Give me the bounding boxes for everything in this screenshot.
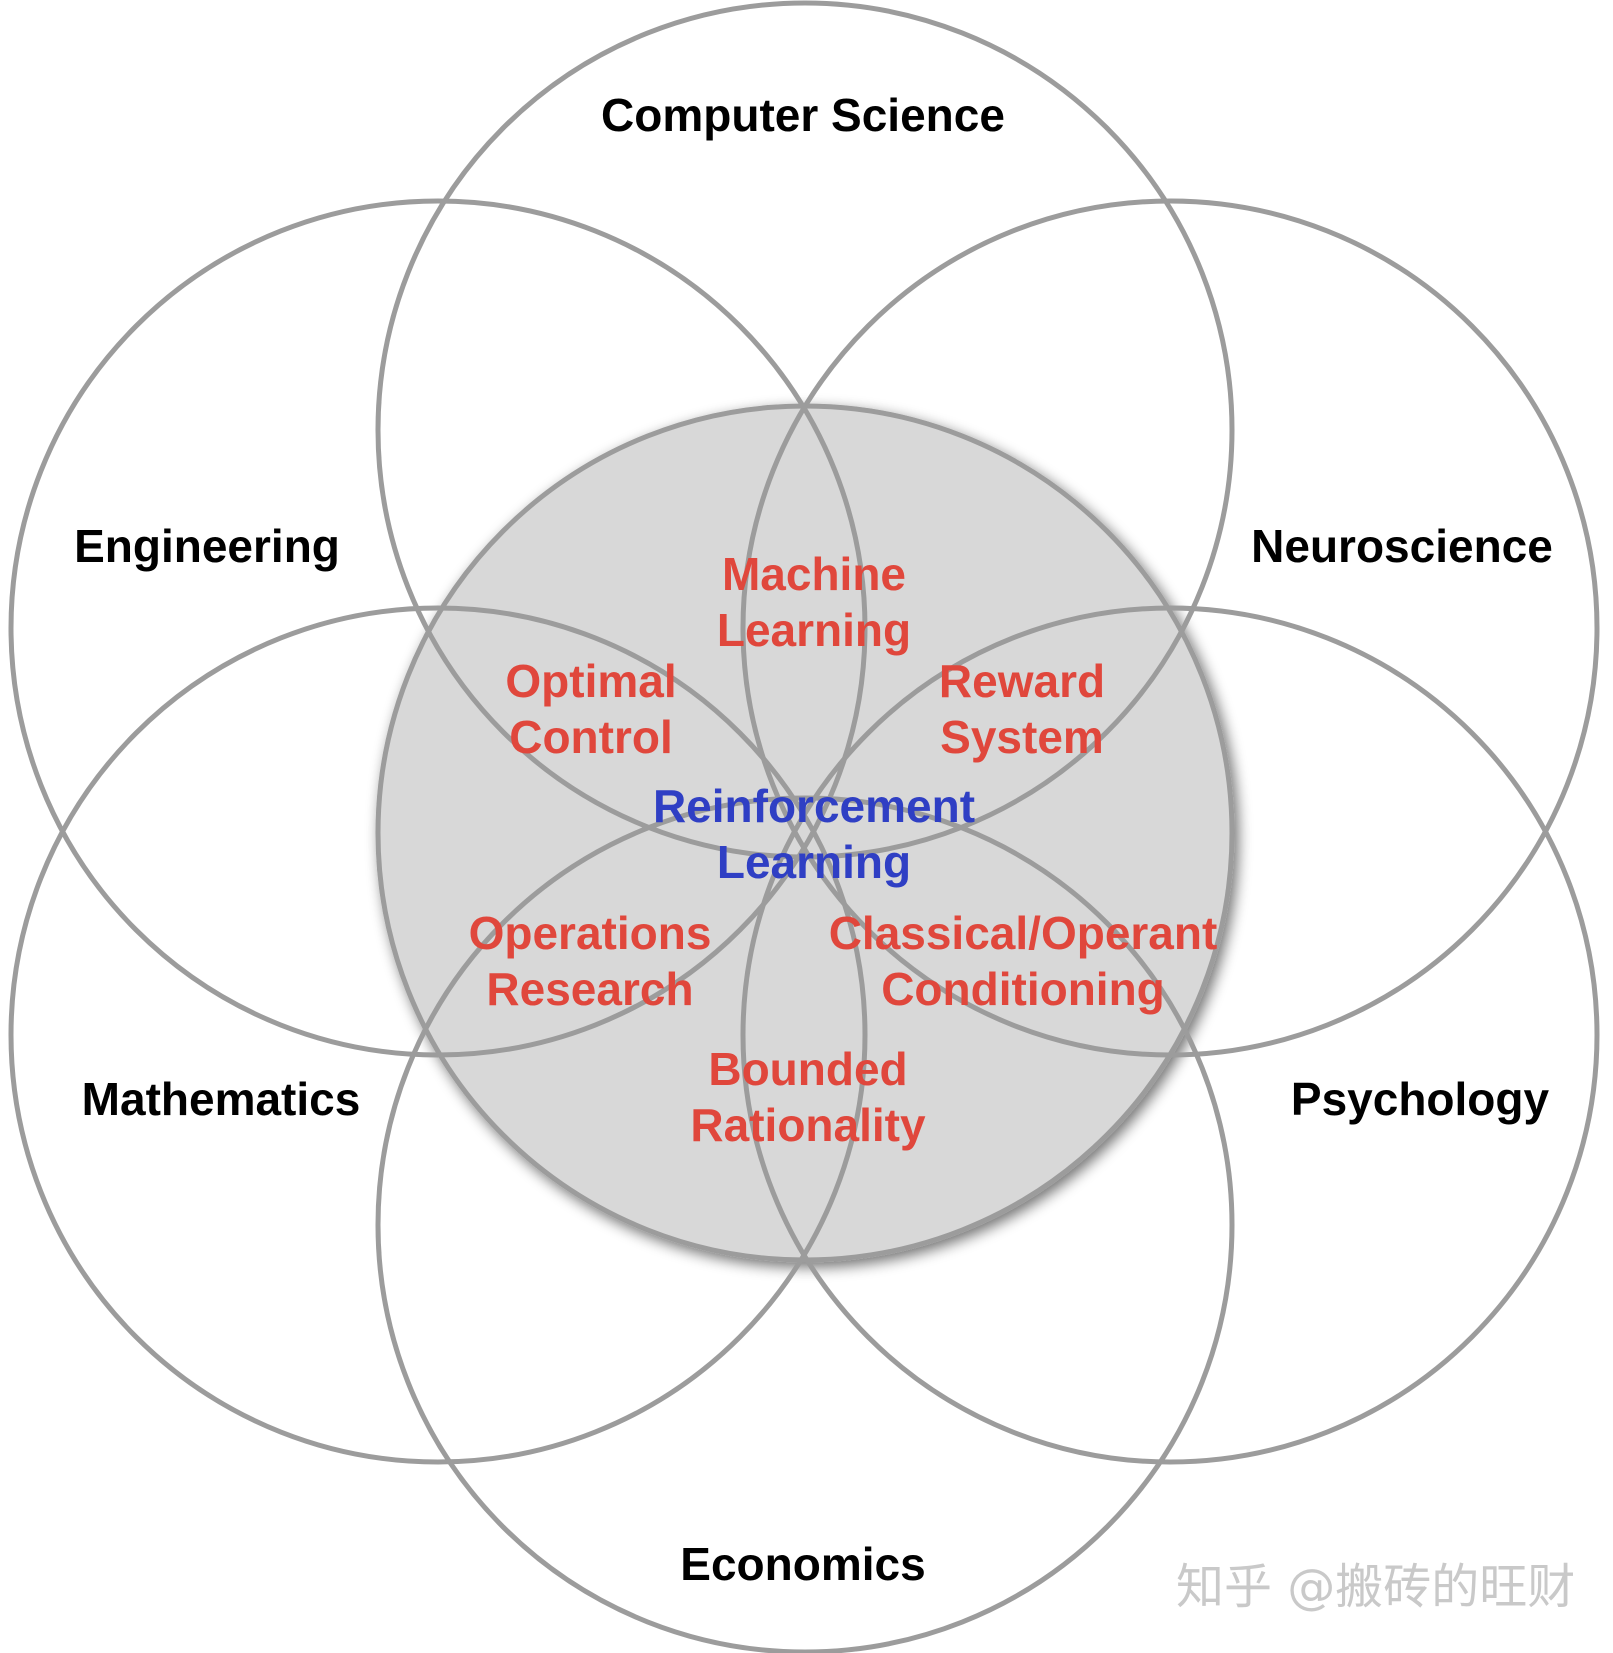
overlap-label-operations-research-1: Operations [469,907,712,959]
field-label-psychology: Psychology [1291,1073,1550,1125]
field-label-neuroscience: Neuroscience [1251,520,1553,572]
overlap-label-bounded-rationality-1: Bounded [708,1043,907,1095]
field-label-computer-science: Computer Science [601,89,1005,141]
computer-science-circle [375,0,1235,860]
overlap-label-conditioning-1: Classical/Operant [829,907,1218,959]
overlap-label-conditioning-2: Conditioning [881,963,1165,1015]
overlap-label-machine-learning-1: Machine [722,548,906,600]
psychology-circle [740,605,1600,1465]
mathematics-circle [8,605,868,1465]
overlap-label-optimal-control-2: Control [509,711,673,763]
overlap-label-bounded-rationality-2: Rationality [690,1099,926,1151]
field-label-engineering: Engineering [74,520,340,572]
neuroscience-circle [740,198,1600,1058]
field-label-mathematics: Mathematics [82,1073,361,1125]
overlap-label-machine-learning-2: Learning [717,604,911,656]
engineering-circle [8,198,868,1058]
center-label-reinforcement-1: Reinforcement [653,780,975,832]
center-label-reinforcement-2: Learning [717,836,911,888]
overlap-label-reward-system-1: Reward [939,655,1105,707]
overlap-label-optimal-control-1: Optimal [505,655,676,707]
field-label-economics: Economics [680,1538,925,1590]
overlap-label-operations-research-2: Research [486,963,693,1015]
overlap-label-reward-system-2: System [940,711,1104,763]
economics-circle [375,795,1235,1653]
watermark: 知乎 @搬砖的旺财 [1176,1559,1575,1615]
